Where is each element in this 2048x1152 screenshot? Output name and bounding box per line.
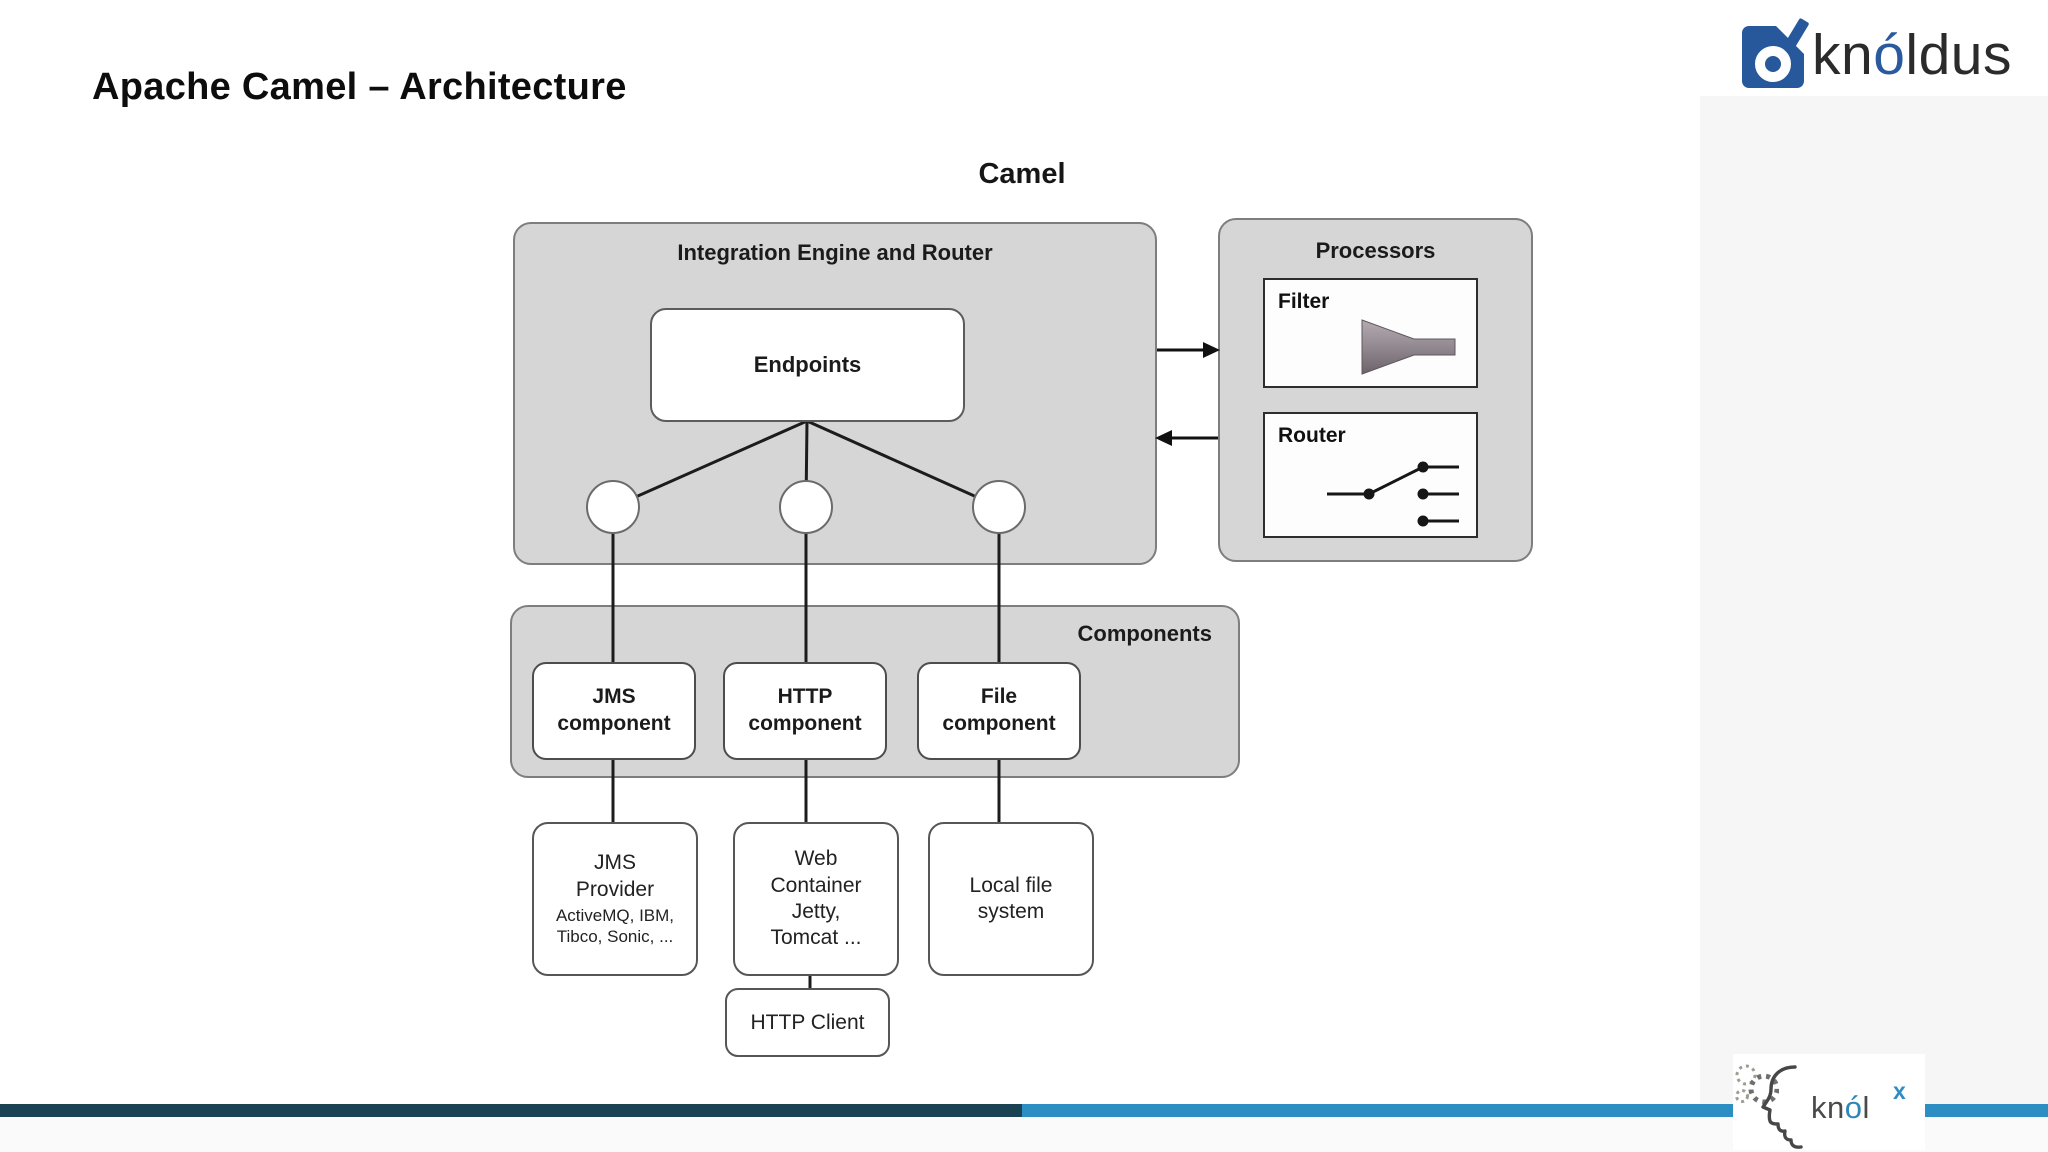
endpoint-port-circle-2 [779, 480, 833, 534]
knolx-logo: knól x [1733, 1056, 1933, 1150]
knolx-text-x: x [1893, 1078, 1906, 1104]
integration-engine-label: Integration Engine and Router [677, 240, 993, 265]
bottom-background-strip [0, 1117, 2048, 1152]
router-label: Router [1278, 424, 1346, 447]
diagram-title: Camel [978, 158, 1066, 190]
knoldus-logo-text: knóldus [1812, 22, 2012, 88]
knolx-text-o: ó [1844, 1090, 1863, 1125]
knoldus-text-ldus: ldus [1905, 23, 2012, 87]
knolx-logo-text: knól [1811, 1090, 1870, 1126]
filter-box: Filter [1263, 278, 1478, 388]
jms-provider-box: JMS Provider ActiveMQ, IBM, Tibco, Sonic… [532, 822, 698, 976]
arrow-right-icon [1157, 342, 1220, 358]
jms-provider-title: JMS Provider [575, 851, 655, 901]
web-container-title: Web Container Jetty, Tomcat ... [770, 847, 862, 950]
file-component-box: File component [917, 662, 1081, 760]
router-box: Router [1263, 412, 1478, 538]
web-container-box: Web Container Jetty, Tomcat ... [733, 822, 899, 976]
knoldus-logo-icon [1742, 17, 1810, 88]
jms-component-box: JMS component [532, 662, 696, 760]
http-client-box: HTTP Client [725, 988, 890, 1057]
knoldus-text-kn: kn [1812, 23, 1874, 87]
local-file-system-title: Local file system [969, 873, 1053, 923]
endpoints-box: Endpoints [650, 308, 965, 422]
head-profile-icon [1761, 1065, 1803, 1149]
page-title: Apache Camel – Architecture [92, 66, 627, 108]
components-label: Components [1077, 621, 1212, 646]
knolx-text-l: l [1862, 1090, 1870, 1125]
knoldus-logo: knóldus [1740, 17, 2040, 98]
footer-bar-dark [0, 1104, 1022, 1117]
jms-provider-subtitle: ActiveMQ, IBM, Tibco, Sonic, ... [555, 906, 675, 947]
knolx-text-kn: kn [1811, 1090, 1845, 1125]
knoldus-text-o: ó [1873, 23, 1906, 87]
arrow-left-icon [1155, 430, 1218, 446]
endpoint-port-circle-1 [586, 480, 640, 534]
local-file-system-box: Local file system [928, 822, 1094, 976]
right-background-strip [1700, 96, 2048, 1152]
logo-o-ring [1755, 46, 1791, 82]
endpoint-port-circle-3 [972, 480, 1026, 534]
filter-label: Filter [1278, 290, 1330, 313]
processors-label: Processors [1315, 238, 1436, 263]
http-component-box: HTTP component [723, 662, 887, 760]
gears-icon [1735, 1064, 1779, 1105]
